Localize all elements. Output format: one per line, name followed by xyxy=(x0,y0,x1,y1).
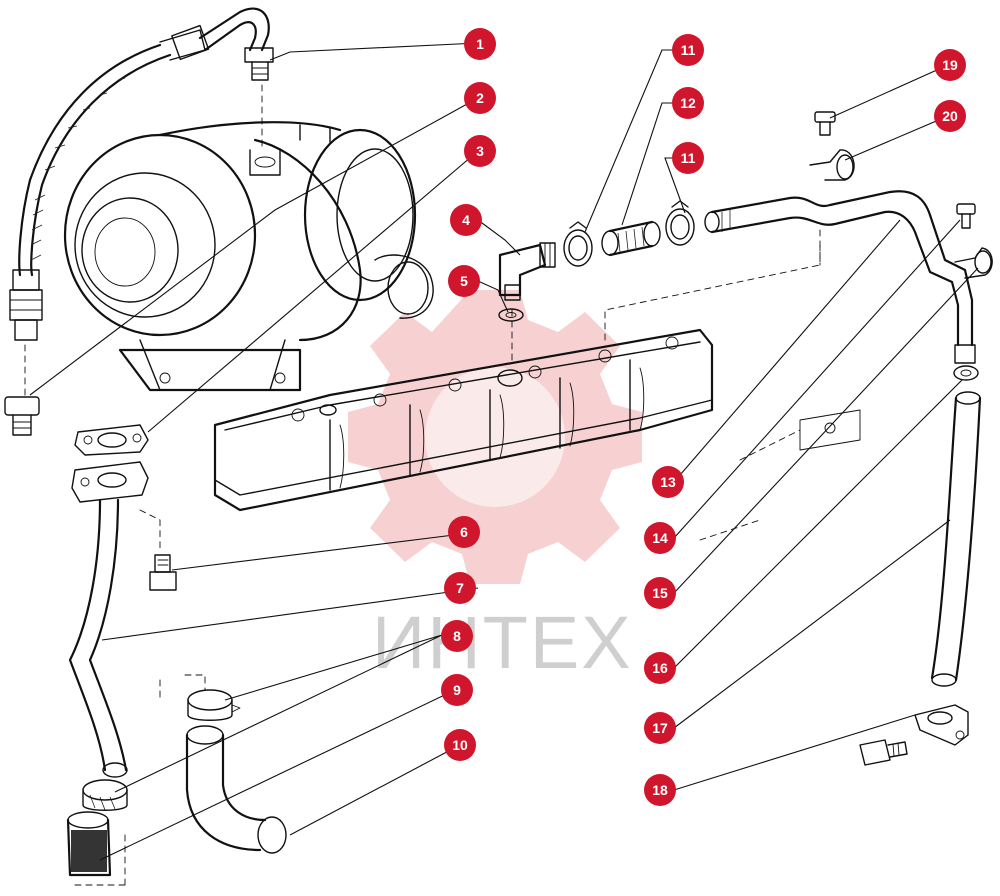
svg-text:14: 14 xyxy=(652,530,668,546)
turbocharger-drawing xyxy=(63,121,434,392)
hose-9-drawing xyxy=(66,811,126,886)
breather-pipe-13-drawing xyxy=(704,190,976,364)
oil-drain-pipe-drawing xyxy=(68,461,161,778)
svg-text:9: 9 xyxy=(453,682,461,698)
callout-10: 10 xyxy=(444,729,476,761)
clamp-8-lower-drawing xyxy=(82,779,128,811)
callout-3: 3 xyxy=(464,135,496,167)
svg-text:20: 20 xyxy=(942,108,958,124)
svg-text:8: 8 xyxy=(453,628,461,644)
callout-8: 8 xyxy=(441,620,473,652)
callout-2: 2 xyxy=(464,82,496,114)
clamp-20-drawing xyxy=(809,149,855,181)
svg-text:11: 11 xyxy=(681,42,696,58)
svg-text:5: 5 xyxy=(460,273,468,289)
washer-5-drawing xyxy=(498,308,524,322)
watermark-gear-hole xyxy=(425,367,565,507)
hose-17-drawing xyxy=(930,391,982,687)
leader-lines xyxy=(29,42,979,861)
hose-clamp-11-left-drawing xyxy=(563,221,593,267)
callout-1: 1 xyxy=(464,28,496,60)
callout-15: 15 xyxy=(644,577,676,609)
gasket-drawing xyxy=(74,424,149,456)
engine-block-outline xyxy=(604,239,861,541)
bolt-14-drawing xyxy=(956,203,976,229)
bolt-2-drawing xyxy=(4,344,40,436)
svg-text:19: 19 xyxy=(942,57,958,73)
callout-14: 14 xyxy=(644,522,676,554)
callout-12: 12 xyxy=(672,87,704,119)
svg-text:4: 4 xyxy=(462,212,470,228)
bolt-6-drawing xyxy=(149,554,177,591)
callout-16: 16 xyxy=(644,652,676,684)
callout-18: 18 xyxy=(644,774,676,806)
oil-feed-pipe-drawing xyxy=(9,7,274,341)
svg-text:11: 11 xyxy=(681,150,696,166)
svg-text:17: 17 xyxy=(652,720,668,736)
svg-text:6: 6 xyxy=(460,524,468,540)
svg-text:16: 16 xyxy=(652,660,668,676)
callout-11-lower: 11 xyxy=(672,142,704,174)
callout-6: 6 xyxy=(448,516,480,548)
hose-12-drawing xyxy=(601,220,661,257)
svg-text:1: 1 xyxy=(476,36,484,52)
hose-clamp-11-right-drawing xyxy=(665,200,695,246)
watermark-text: ИНТЕХ xyxy=(372,601,633,684)
svg-text:12: 12 xyxy=(680,95,696,111)
svg-text:10: 10 xyxy=(452,737,468,753)
callout-20: 20 xyxy=(934,100,966,132)
elbow-pipe-10-drawing xyxy=(159,674,287,854)
callout-9: 9 xyxy=(441,674,473,706)
watermark: ИНТЕХ xyxy=(348,290,642,684)
flange-18-drawing xyxy=(859,704,969,766)
svg-text:7: 7 xyxy=(456,580,464,596)
svg-text:15: 15 xyxy=(652,585,668,601)
rocker-cover-drawing xyxy=(213,328,714,512)
clamp-15-drawing xyxy=(954,247,993,279)
washer-16-drawing xyxy=(953,365,979,381)
callout-7: 7 xyxy=(444,572,476,604)
callout-5: 5 xyxy=(448,265,480,297)
svg-text:3: 3 xyxy=(476,143,484,159)
callout-badges: 1 2 3 4 5 6 7 8 9 10 11 12 11 13 14 15 1… xyxy=(441,28,966,806)
callout-17: 17 xyxy=(644,712,676,744)
clamp-8-upper-drawing xyxy=(187,689,241,721)
bolt-19-drawing xyxy=(814,111,836,136)
callout-13: 13 xyxy=(652,466,684,498)
svg-text:2: 2 xyxy=(476,90,484,106)
callout-11-upper: 11 xyxy=(672,34,704,66)
svg-text:18: 18 xyxy=(652,782,668,798)
callout-19: 19 xyxy=(934,49,966,81)
callout-4: 4 xyxy=(450,204,482,236)
svg-text:13: 13 xyxy=(660,474,676,490)
